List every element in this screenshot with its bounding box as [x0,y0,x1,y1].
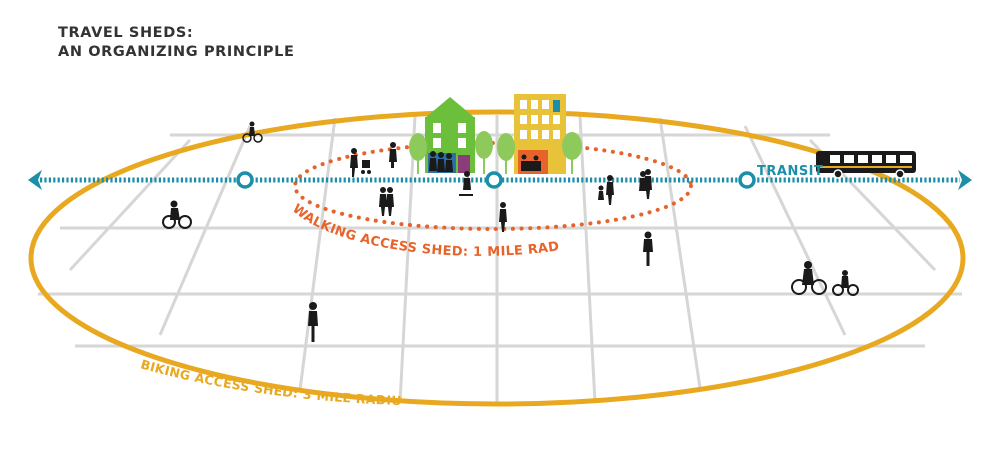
cyclists [162,121,859,342]
skateboarder-icon [459,171,473,196]
title-line-2: AN ORGANIZING PRINCIPLE [58,44,295,60]
tree-icon [562,132,582,174]
biking-shed-ring [28,109,966,407]
walking-shed-ring [293,141,693,231]
tree-icon [497,133,515,174]
stroller-icon [361,160,371,174]
pedestrians [350,142,652,232]
pedestrian-icon [379,187,387,216]
station-icon [485,171,503,189]
pedestrian-icon [389,142,397,168]
pedestrian-icon [350,148,358,177]
title-line-1: TRAVEL SHEDS: [58,25,194,41]
arrow-right-icon [958,170,972,190]
pedestrian-icon [499,202,507,232]
transit-line [28,170,972,190]
street-grid [38,115,962,405]
group-icon [429,151,453,172]
pedestrian-icon [606,175,614,205]
child-icon [598,185,604,200]
cyclist-icon [308,302,318,342]
cafe-diners-icon [521,154,541,171]
pedestrian-icon [386,187,394,216]
child-cyclist-icon [832,270,859,296]
cyclist-icon [791,261,827,295]
diagram-title: TRAVEL SHEDS: AN ORGANIZING PRINCIPLE [58,24,294,62]
tree-icon [409,133,427,174]
tree-icon [475,131,493,174]
transit-label: TRANSIT [757,164,823,179]
cyclist-icon [643,231,653,266]
cyclist-icon [162,200,192,229]
cyclist-icon [242,121,263,143]
station-icon [738,171,756,189]
arrow-left-icon [28,170,42,190]
station-icon [236,171,254,189]
bus-icon [816,151,916,179]
pedestrian-icon [644,169,652,199]
trees [409,131,582,174]
building-icon [514,94,566,174]
